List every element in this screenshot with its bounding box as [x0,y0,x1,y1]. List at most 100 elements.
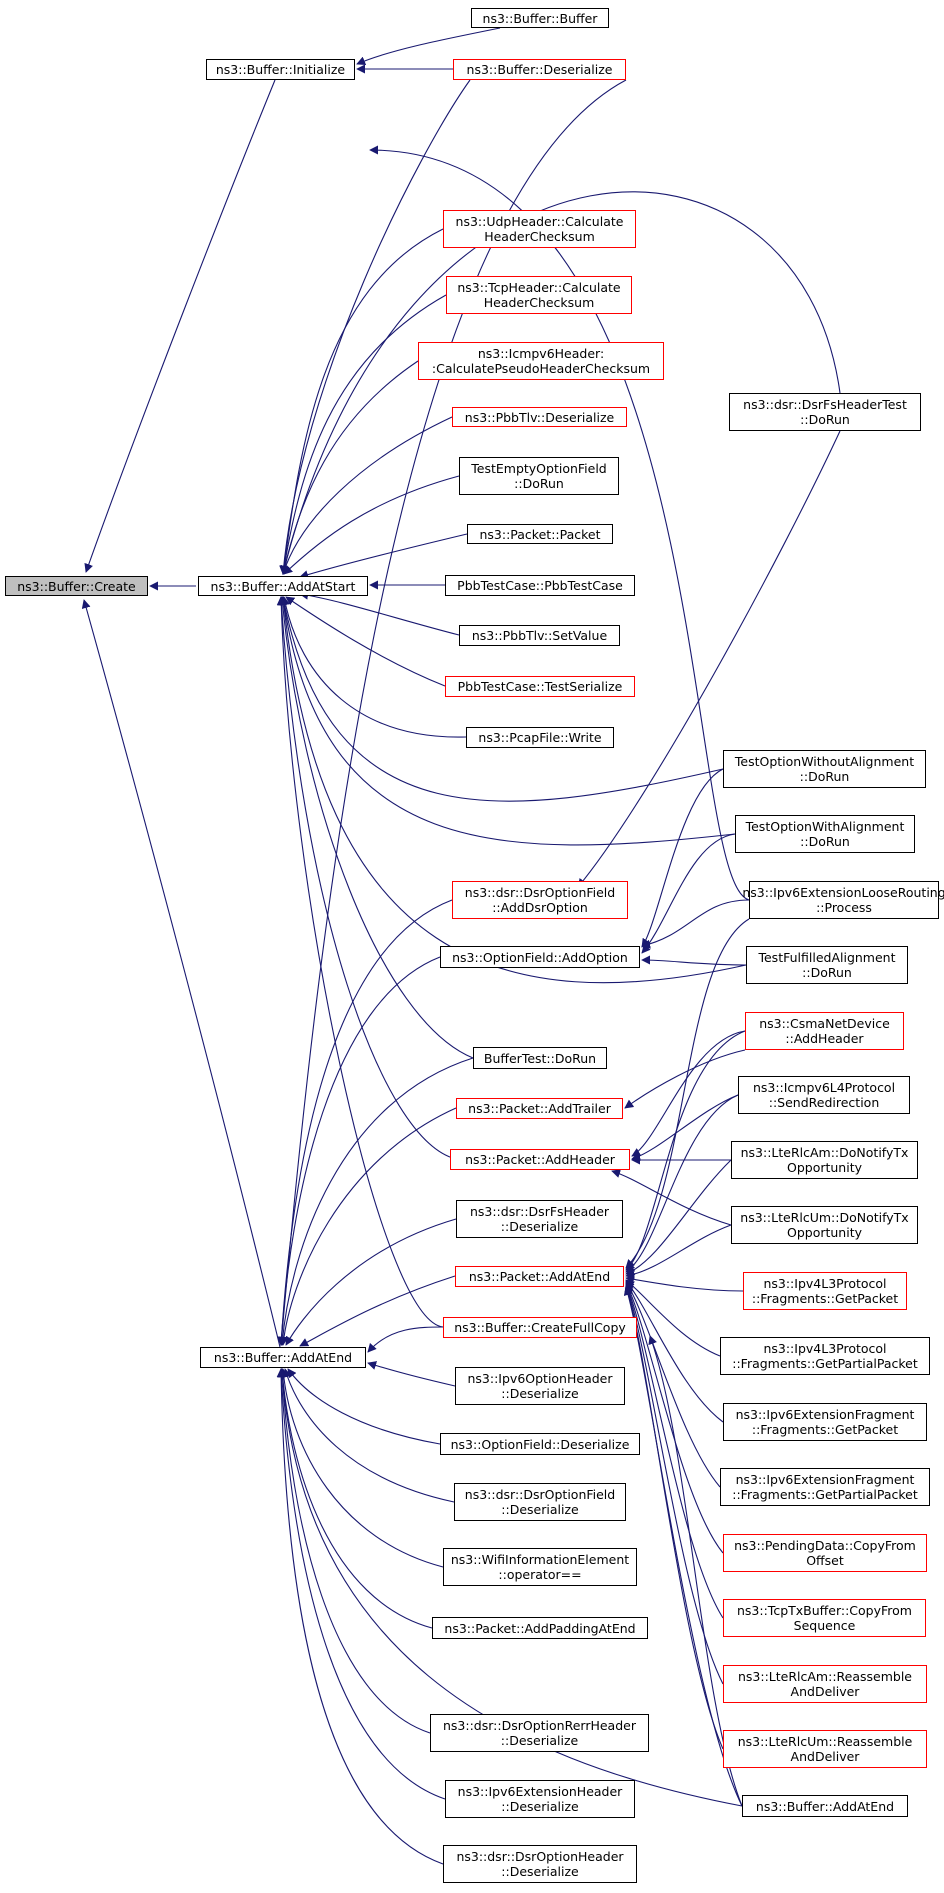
call-edge [277,899,453,1346]
node-label-line2: ::Deserialize [500,1733,579,1748]
node-label-line2: ::operator== [498,1567,582,1582]
node-icmpv6-pseudo-checksum[interactable]: ns3::Icmpv6Header::CalculatePseudoHeader… [418,342,664,380]
node-label-line1: ns3::Ipv6ExtensionFragment [735,1472,915,1487]
call-edge [281,596,467,738]
call-edge [641,833,736,954]
node-label: ns3::Buffer::AddAtStart [210,578,356,594]
call-edge [277,956,441,1346]
node-ipv4-fragments-get-packet[interactable]: ns3::Ipv4L3Protocol::Fragments::GetPacke… [743,1272,907,1310]
node-label-line1: ns3::dsr::DsrOptionHeader [456,1849,624,1864]
call-edge [299,590,460,636]
node-dsrfs-header-test[interactable]: ns3::dsr::DsrFsHeaderTest::DoRun [729,393,921,431]
node-label-line1: ns3::TcpTxBuffer::CopyFrom [737,1603,912,1618]
call-edge [84,79,276,573]
node-label: ns3::Buffer::Deserialize [466,62,613,77]
node-packet-add-padding[interactable]: ns3::Packet::AddPaddingAtEnd [432,1617,648,1639]
call-edge [279,596,747,984]
node-label-line2: ::Deserialize [501,1386,579,1401]
call-edge [625,1159,732,1276]
call-edge [279,1368,444,1568]
node-label-line2: Offset [806,1553,844,1568]
node-label: PbbTestCase::PbbTestCase [457,578,623,593]
node-label-line2: ::DoRun [800,834,850,849]
node-packet-packet[interactable]: ns3::Packet::Packet [467,524,613,544]
node-dsrfs-header-deserialize[interactable]: ns3::dsr::DsrFsHeader::Deserialize [456,1200,623,1238]
node-label-line2: ::Deserialize [501,1864,579,1879]
node-label-line2: ::Deserialize [500,1219,579,1234]
node-ipv6-fragment-partial[interactable]: ns3::Ipv6ExtensionFragment::Fragments::G… [720,1468,930,1506]
node-label: ns3::Packet::AddPaddingAtEnd [444,1620,636,1636]
node-buffer-add-at-end[interactable]: ns3::Buffer::AddAtEnd [200,1347,366,1368]
node-packet-add-at-end[interactable]: ns3::Packet::AddAtEnd [455,1266,624,1287]
call-edge [625,1094,739,1273]
node-label-line1: ns3::LteRlcAm::DoNotifyTx [740,1145,909,1160]
call-edge [277,79,627,1346]
node-ipv6-fragment-get-packet[interactable]: ns3::Ipv6ExtensionFragment::Fragments::G… [723,1403,927,1441]
node-buffer-initialize[interactable]: ns3::Buffer::Initialize [206,59,355,80]
node-dsr-option-field-deserialize[interactable]: ns3::dsr::DsrOptionField::Deserialize [454,1483,626,1521]
node-test-option-with-alignment[interactable]: TestOptionWithAlignment::DoRun [735,815,915,853]
node-ipv6-extension-header[interactable]: ns3::Ipv6ExtensionHeader::Deserialize [445,1780,635,1818]
node-option-field-deserialize[interactable]: ns3::OptionField::Deserialize [440,1433,640,1455]
call-edge [276,1368,446,1800]
call-edge [367,1326,444,1353]
node-label: ns3::PbbTlv::SetValue [471,628,608,643]
node-pbb-test-case[interactable]: PbbTestCase::PbbTestCase [445,575,635,596]
node-packet-add-header[interactable]: ns3::Packet::AddHeader [450,1149,630,1170]
node-pbb-test-serialize[interactable]: PbbTestCase::TestSerialize [445,676,635,697]
node-pbbtlv-deserialize[interactable]: ns3::PbbTlv::Deserialize [452,407,627,427]
node-test-empty-option-field[interactable]: TestEmptyOptionField::DoRun [459,457,619,495]
node-label: ns3::Buffer::Create [17,578,136,594]
call-edge [277,1368,431,1734]
node-ipv6-option-header[interactable]: ns3::Ipv6OptionHeader::Deserialize [455,1367,625,1405]
node-ipv4-fragments-partial[interactable]: ns3::Ipv4L3Protocol::Fragments::GetParti… [720,1337,930,1375]
node-buffer-create-full-copy[interactable]: ns3::Buffer::CreateFullCopy [443,1317,637,1338]
call-edge [279,294,447,575]
call-edge [280,360,419,575]
node-buffer-create[interactable]: ns3::Buffer::Create [5,576,148,596]
node-dsr-option-field-add[interactable]: ns3::dsr::DsrOptionField::AddDsrOption [452,881,628,919]
node-ipv6-loose-routing[interactable]: ns3::Ipv6ExtensionLooseRouting::Process [742,881,944,919]
node-pcap-file-write[interactable]: ns3::PcapFile::Write [466,727,614,748]
node-label: ns3::Buffer::AddAtEnd [213,1350,353,1365]
node-label-line1: ns3::WifiInformationElement [450,1552,630,1567]
node-label-line1: ns3::PendingData::CopyFrom [734,1538,916,1553]
node-label-line1: ns3::UdpHeader::Calculate [455,214,624,229]
node-dsr-option-rerr-header[interactable]: ns3::dsr::DsrOptionRerrHeader::Deseriali… [430,1714,649,1752]
node-buffer-deserialize[interactable]: ns3::Buffer::Deserialize [453,59,626,80]
node-test-fulfilled-alignment[interactable]: TestFulfilledAlignment::DoRun [746,946,908,984]
node-buffer-buffer[interactable]: ns3::Buffer::Buffer [471,8,609,28]
node-label-line1: ns3::CsmaNetDevice [759,1016,890,1031]
node-dsr-option-header[interactable]: ns3::dsr::DsrOptionHeader::Deserialize [443,1845,637,1883]
node-label-line2: ::AddHeader [785,1031,864,1046]
node-buffer-test[interactable]: BufferTest::DoRun [473,1047,607,1069]
call-edge [276,1368,444,1865]
node-label-line1: TestEmptyOptionField [471,461,607,476]
node-label: BufferTest::DoRun [483,1050,597,1066]
node-wifi-information-element[interactable]: ns3::WifiInformationElement::operator== [443,1548,637,1586]
call-edge [278,1368,743,1807]
node-label-line2: ::Fragments::GetPacket [751,1291,899,1306]
node-pbbtlv-setvalue[interactable]: ns3::PbbTlv::SetValue [459,625,620,646]
node-test-option-without-alignment[interactable]: TestOptionWithoutAlignment::DoRun [723,750,926,788]
node-label-line1: ns3::Ipv6ExtensionHeader [457,1784,623,1799]
node-label: ns3::Buffer::Initialize [215,62,346,77]
node-packet-add-trailer[interactable]: ns3::Packet::AddTrailer [456,1098,623,1119]
node-csma-add-header[interactable]: ns3::CsmaNetDevice::AddHeader [745,1012,904,1050]
call-edge [287,1368,441,1445]
node-buffer-add-at-start[interactable]: ns3::Buffer::AddAtStart [198,576,368,596]
node-option-field-add[interactable]: ns3::OptionField::AddOption [440,946,640,968]
node-label: ns3::Buffer::AddAtEnd [755,1798,895,1814]
node-buffer-add-at-end-2[interactable]: ns3::Buffer::AddAtEnd [742,1795,908,1817]
node-icmpv6-send-redirection[interactable]: ns3::Icmpv6L4Protocol::SendRedirection [738,1076,910,1114]
node-label: ns3::PbbTlv::Deserialize [464,409,615,425]
